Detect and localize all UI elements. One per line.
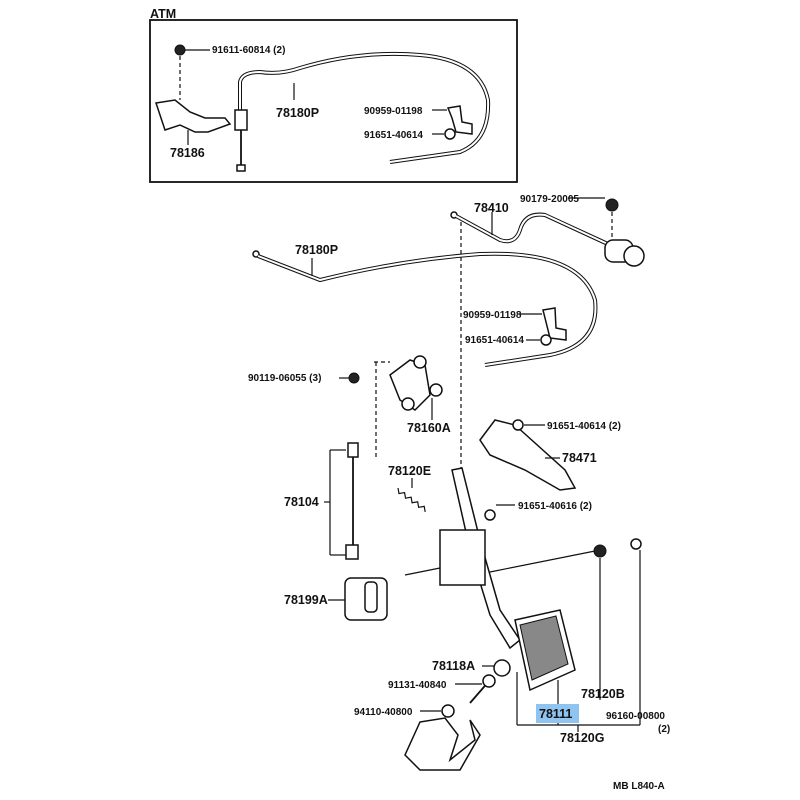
inset-label: 78180P [276,106,319,120]
bracket-78186 [155,99,232,133]
part-label: 78120G [560,731,604,745]
inset-frame [149,19,518,183]
part-label: 78471 [562,451,597,465]
part-label: 78410 [474,201,509,215]
inset-label: 91611-60814 (2) [212,45,285,56]
inset-label: 90959-01198 [364,106,423,117]
bolt-icon [174,44,186,56]
pedal-base [404,717,481,771]
inset-label: 91651-40614 [364,130,423,141]
inset-label: 78186 [170,146,205,160]
part-label: 90119-06055 (3) [248,373,321,384]
part-label: 91651-40614 (2) [547,421,621,432]
part-label: 94110-40800 [354,707,413,718]
part-label-highlighted[interactable]: 78111 [539,707,572,721]
lever-78160A [389,359,431,411]
part-label: 78118A [432,659,475,673]
part-label: 78160A [407,421,451,435]
part-label: (2) [658,724,670,735]
part-label: 78180P [295,243,338,257]
figure-code: MB L840-A [613,781,665,792]
part-label: 91651-40616 (2) [518,501,592,512]
part-label: 78199A [284,593,328,607]
nut-icon [605,198,619,212]
part-label: 96160-00800 [606,711,665,722]
part-label: 91651-40614 [465,335,524,346]
bracket-78471 [479,419,577,491]
highlight-78111 [536,704,579,723]
inset-title: ATM [150,7,176,21]
inset-drawing [155,44,491,172]
part-label: 90179-20005 [520,194,579,205]
part-label: 90959-01198 [463,310,522,321]
part-label: 78104 [284,495,319,509]
part-label: 78120E [388,464,431,478]
part-label: 91131-40840 [388,680,447,691]
main-drawing [252,197,645,771]
part-label: 78120B [581,687,625,701]
